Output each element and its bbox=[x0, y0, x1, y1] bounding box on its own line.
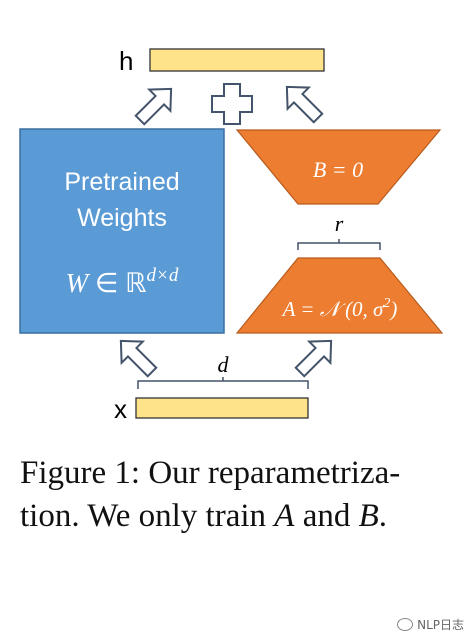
matrix-a-label: A = 𝒩 (0, σ2) bbox=[281, 296, 398, 321]
a-label-post: ) bbox=[389, 297, 397, 321]
d-label: d bbox=[218, 352, 230, 377]
x-label: x bbox=[114, 394, 127, 424]
caption-text-and: and bbox=[294, 498, 359, 534]
a-label-sup: 2 bbox=[383, 296, 390, 311]
caption-matrix-a: A bbox=[274, 498, 295, 534]
matrix-a-trapezoid bbox=[235, 257, 444, 334]
pretrained-label-line1: Pretrained bbox=[64, 168, 179, 196]
h-output-bar bbox=[149, 48, 325, 72]
arrow-up-left-icon bbox=[285, 85, 324, 124]
matrix-b-label: B = 0 bbox=[313, 157, 363, 182]
r-label: r bbox=[335, 211, 344, 236]
arrow-up-right-icon bbox=[134, 87, 173, 126]
x-input-bar bbox=[135, 397, 309, 419]
matrix-b-trapezoid bbox=[235, 129, 442, 205]
figure-caption: Figure 1: Our reparametriza- tion. We on… bbox=[20, 452, 460, 538]
caption-matrix-b: B bbox=[358, 498, 379, 534]
formula-w: W bbox=[66, 268, 91, 298]
weight-formula: W ∈ ℝd×d bbox=[66, 265, 179, 298]
arrow-up-right-lower-icon bbox=[294, 339, 333, 378]
pretrained-weights-box bbox=[19, 128, 225, 334]
formula-in: ∈ bbox=[88, 268, 125, 298]
formula-r: ℝ bbox=[125, 268, 146, 298]
watermark-text: NLP日志 bbox=[417, 618, 464, 632]
arrow-up-left-lower-icon bbox=[119, 339, 158, 378]
h-label: h bbox=[119, 46, 133, 76]
wechat-icon bbox=[397, 618, 414, 631]
caption-line-2: tion. We only train A and B. bbox=[20, 495, 460, 538]
r-brace bbox=[297, 239, 381, 250]
a-label-pre: A = 𝒩 (0, σ bbox=[281, 297, 385, 321]
caption-line-1: Figure 1: Our reparametriza- bbox=[20, 455, 401, 491]
formula-sup: d×d bbox=[147, 265, 179, 286]
plus-icon bbox=[211, 83, 253, 125]
pretrained-label-line2: Weights bbox=[77, 204, 167, 232]
d-brace bbox=[137, 377, 309, 389]
caption-period: . bbox=[378, 498, 388, 534]
watermark: NLP日志 bbox=[397, 616, 464, 633]
caption-text-a: tion. We only train bbox=[20, 498, 275, 534]
